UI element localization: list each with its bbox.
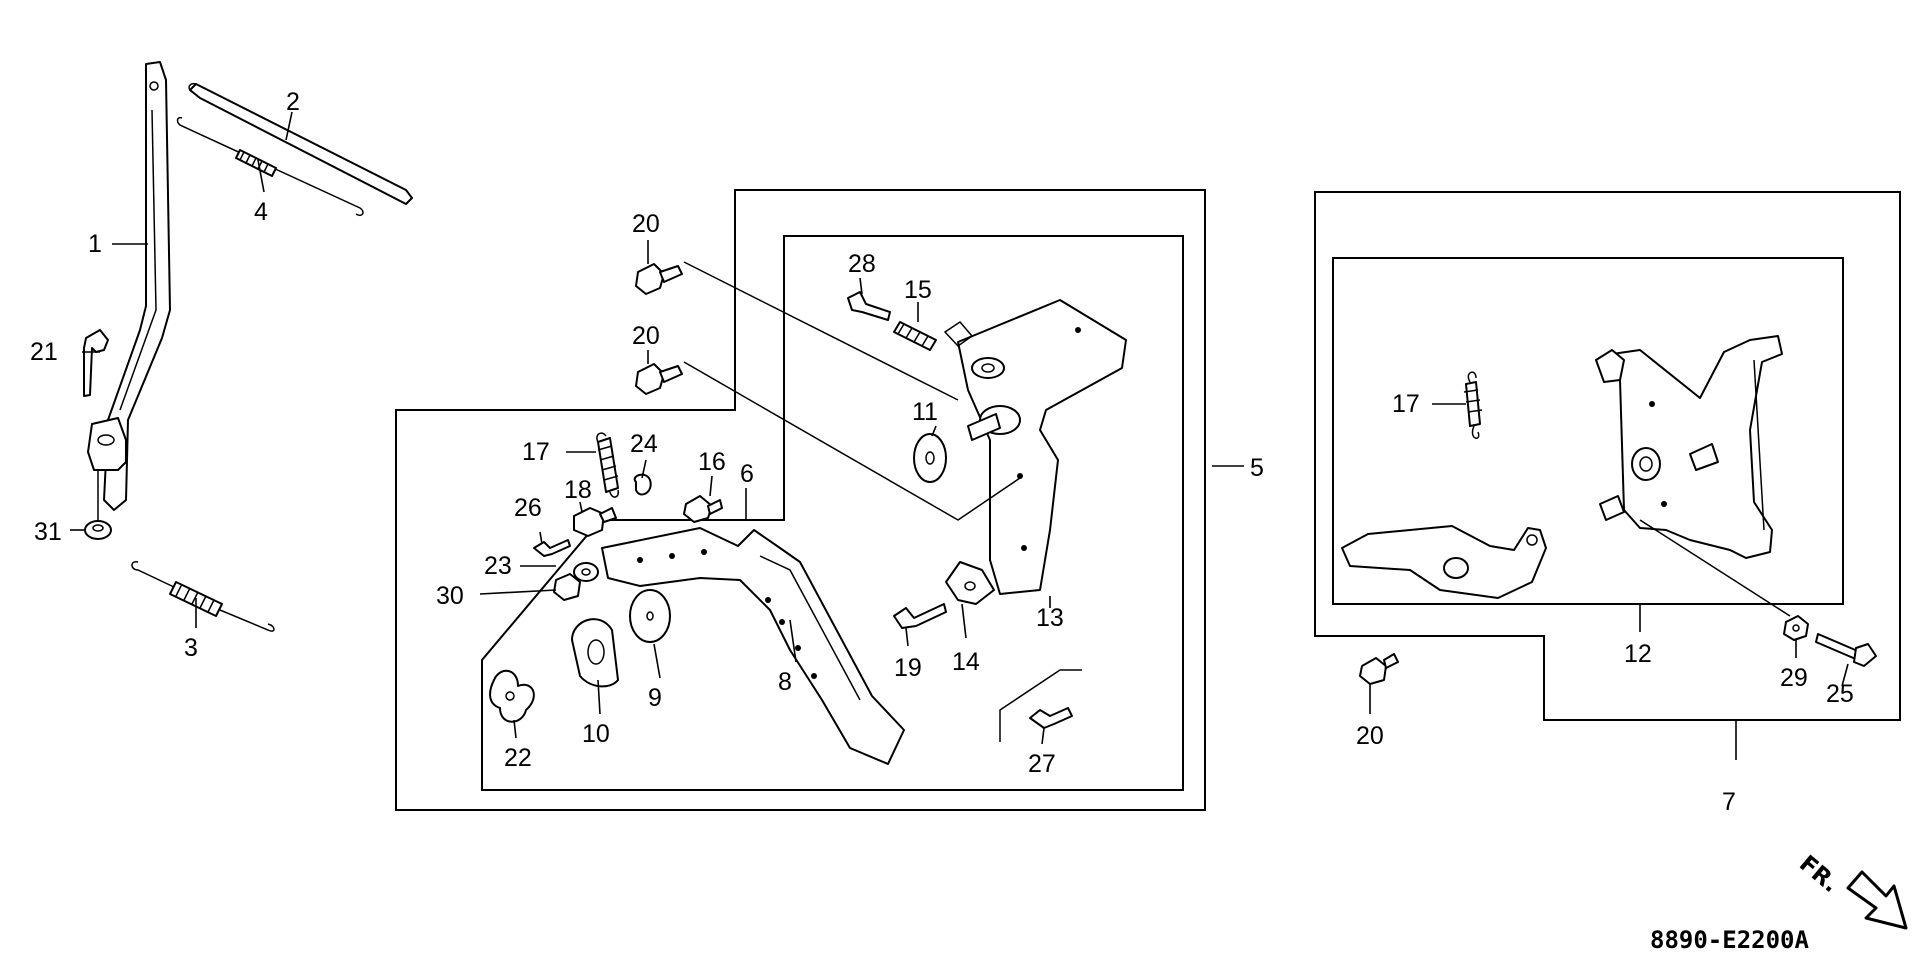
callout-20a: 20	[632, 210, 660, 238]
callout-20b: 20	[632, 322, 660, 350]
callout-28: 28	[848, 250, 876, 278]
sub-assembly-12-outline	[1332, 257, 1844, 605]
nut-18-part	[573, 507, 605, 537]
callout-11: 11	[912, 398, 938, 426]
callout-labels: 1 2 3 4 5 6 7 8 9 10 11 12 13 14 15 16 1…	[30, 88, 1854, 816]
callout-16: 16	[698, 448, 726, 476]
callout-3: 3	[184, 634, 198, 662]
lever-arm-8-part	[601, 527, 905, 765]
callout-24: 24	[630, 430, 658, 458]
clip-24-part	[633, 473, 652, 496]
callout-1: 1	[88, 230, 102, 258]
wire-link-2-part	[188, 82, 413, 205]
callout-5: 5	[1250, 454, 1264, 482]
throttle-rod-assembly	[83, 61, 171, 540]
spring-wire-4-part	[176, 116, 364, 217]
bolt-21-part	[83, 329, 109, 397]
screw-27-part	[1029, 707, 1073, 729]
callout-14: 14	[952, 648, 980, 676]
bolt-28-part	[847, 291, 891, 321]
callout-2: 2	[286, 88, 300, 116]
bracket-plate-13-part	[957, 299, 1127, 595]
assembly-7-outline	[1314, 191, 1901, 721]
callout-26: 26	[514, 494, 542, 522]
bolt-25-part	[1815, 633, 1861, 661]
callout-9: 9	[648, 684, 662, 712]
bolt-16-part	[683, 495, 713, 523]
assembly-5-outline	[395, 189, 1206, 811]
callout-31: 31	[34, 518, 62, 546]
callout-10: 10	[582, 720, 610, 748]
callout-23: 23	[484, 552, 512, 580]
front-direction-indicator: FR.	[1794, 851, 1908, 930]
callout-12: 12	[1624, 640, 1652, 668]
callout-20c: 20	[1356, 722, 1384, 750]
callout-21: 21	[30, 338, 58, 366]
bolt-19-part	[893, 603, 947, 629]
bolt-20c-part	[1359, 657, 1387, 685]
callout-30: 30	[436, 582, 464, 610]
leader-lines	[70, 111, 1849, 760]
screw-26-part	[533, 539, 571, 557]
callout-17a: 17	[522, 438, 550, 466]
callout-25: 25	[1826, 680, 1854, 708]
spring-17b-part	[1465, 381, 1481, 427]
spring-17a-part	[597, 437, 619, 493]
sub-assembly-outline	[481, 235, 1184, 791]
callout-7: 7	[1722, 788, 1736, 816]
bolt-20a-part	[635, 263, 683, 295]
front-direction-label: FR.	[1794, 851, 1843, 898]
callout-19: 19	[894, 654, 922, 682]
governor-arm-part	[1341, 525, 1547, 599]
callout-15: 15	[904, 276, 932, 304]
governor-plate-part	[1611, 335, 1783, 559]
callout-17b: 17	[1392, 390, 1420, 418]
callout-8: 8	[778, 668, 792, 696]
callout-27: 27	[1028, 750, 1056, 778]
callout-29: 29	[1780, 664, 1808, 692]
spring-15-part	[893, 321, 937, 351]
callout-13: 13	[1036, 604, 1064, 632]
nut-30-part	[553, 573, 581, 601]
drawing-code: 8890-E2200A	[1650, 926, 1809, 954]
callout-4: 4	[254, 198, 268, 226]
callout-6: 6	[740, 460, 754, 488]
spring-3-part	[131, 561, 275, 632]
front-direction-arrow-icon	[1846, 870, 1908, 930]
callout-22: 22	[504, 744, 532, 772]
bolt-20b-part	[635, 363, 683, 395]
callout-18: 18	[564, 476, 592, 504]
